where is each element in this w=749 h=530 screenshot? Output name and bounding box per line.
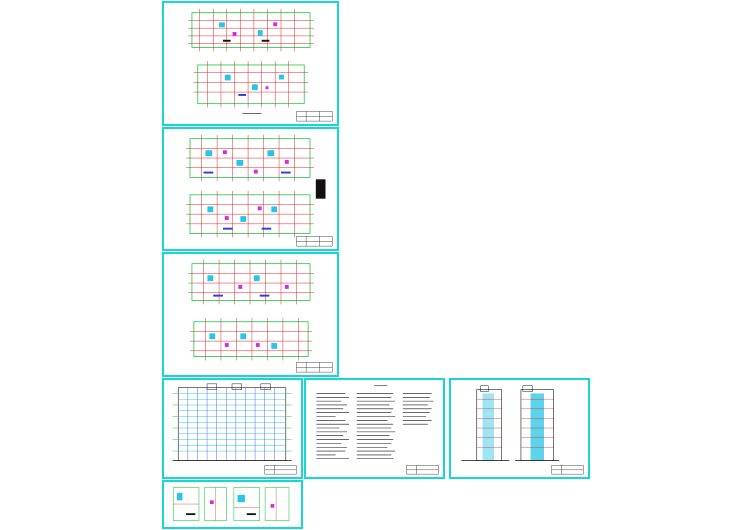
floor-plan-upper: [188, 8, 314, 52]
drawing-sheet-5[interactable]: [304, 378, 445, 479]
title-block-icon: [551, 465, 584, 475]
drawing-sheet-4[interactable]: [162, 378, 303, 479]
floor-plan-pair-2: [186, 134, 333, 247]
floor-plan-upper: [186, 134, 314, 182]
title-block-icon: [406, 465, 439, 475]
floor-plan-lower: [186, 190, 314, 238]
floor-plan-lower: [190, 317, 312, 361]
title-block-icon: [296, 236, 333, 247]
floor-plan-lower: [193, 61, 309, 108]
title-block-icon: [296, 111, 333, 122]
floor-plan-pair-3: [188, 259, 333, 373]
title-block-icon: [264, 465, 297, 475]
title-block-icon: [296, 362, 333, 373]
elevation-drawing: [172, 383, 297, 475]
drawing-sheet-7[interactable]: [162, 480, 303, 529]
section-drawings: [461, 385, 584, 475]
section-right: [515, 385, 560, 462]
section-left: [461, 385, 510, 462]
design-notes: [316, 385, 439, 475]
floor-plan-upper: [188, 259, 314, 305]
legend-block: [315, 179, 326, 199]
drawing-sheet-2[interactable]: [162, 127, 339, 251]
drawing-sheet-1[interactable]: [162, 1, 339, 126]
drawing-sheet-6[interactable]: [449, 378, 590, 479]
drawing-sheet-3[interactable]: [162, 252, 339, 377]
detail-drawings: [172, 487, 290, 521]
floor-plan-pair-1: [188, 8, 333, 122]
